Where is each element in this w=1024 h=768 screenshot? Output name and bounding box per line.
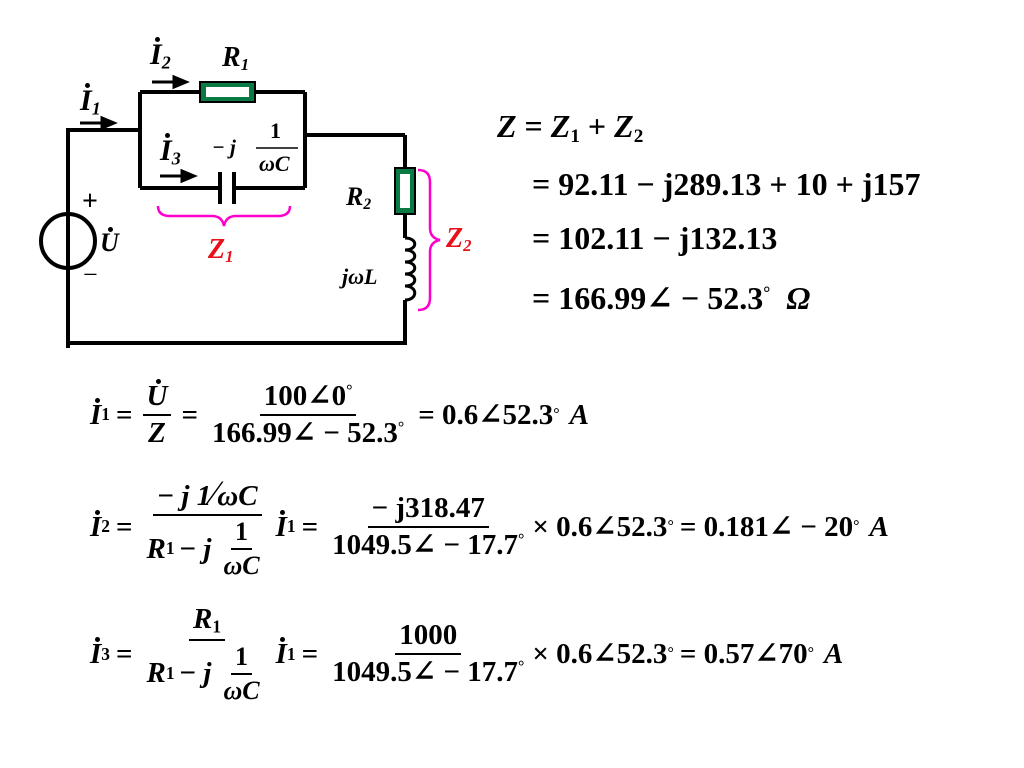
arrow-i2-head — [172, 74, 190, 90]
label-cap-num: 1 — [270, 118, 281, 143]
current-arrows — [80, 74, 198, 184]
label-i2: I2 — [150, 37, 171, 73]
label-z2: Z2 — [446, 223, 472, 256]
label-plus: + — [82, 186, 98, 217]
label-source: U — [100, 227, 119, 257]
label-r2: R2 — [346, 182, 372, 213]
resistor-r1-core — [206, 87, 249, 97]
label-i3: I3 — [160, 133, 181, 169]
z1-brace — [156, 205, 292, 227]
resistor-r2-core — [400, 174, 410, 208]
wires — [66, 90, 407, 348]
z2-brace — [417, 168, 441, 312]
arrow-i3-head — [180, 168, 198, 184]
circuit-diagram — [39, 74, 441, 348]
label-r1: R1 — [222, 42, 250, 75]
fraction-i2-value: − j318.47 1049.5∠ − 17.7° — [332, 492, 525, 561]
impedance-line-1: Z = Z1 + Z2 — [497, 108, 644, 147]
inductor-coil — [404, 236, 417, 302]
label-z1: Z1 — [208, 234, 234, 267]
fraction-i1-value: 100∠0° 166.99∠ − 52.3° — [212, 380, 405, 449]
impedance-line-4: = 166.99∠ − 52.3° Ω — [532, 280, 811, 316]
impedance-line-3: = 102.11 − j132.13 — [532, 220, 778, 256]
label-cap-den: ωC — [259, 151, 290, 176]
impedance-line-2: = 92.11 − j289.13 + 10 + j157 — [532, 166, 921, 202]
fraction-i3-value: 1000 1049.5∠ − 17.7° — [332, 619, 525, 689]
arrow-i1-head — [100, 115, 118, 131]
fraction-u-over-z: U Z — [142, 379, 172, 448]
label-cap-prefix: − j — [212, 135, 236, 159]
label-minus: − — [83, 260, 98, 289]
label-i1: I1 — [80, 83, 101, 119]
label-inductor: jωL — [342, 264, 378, 289]
